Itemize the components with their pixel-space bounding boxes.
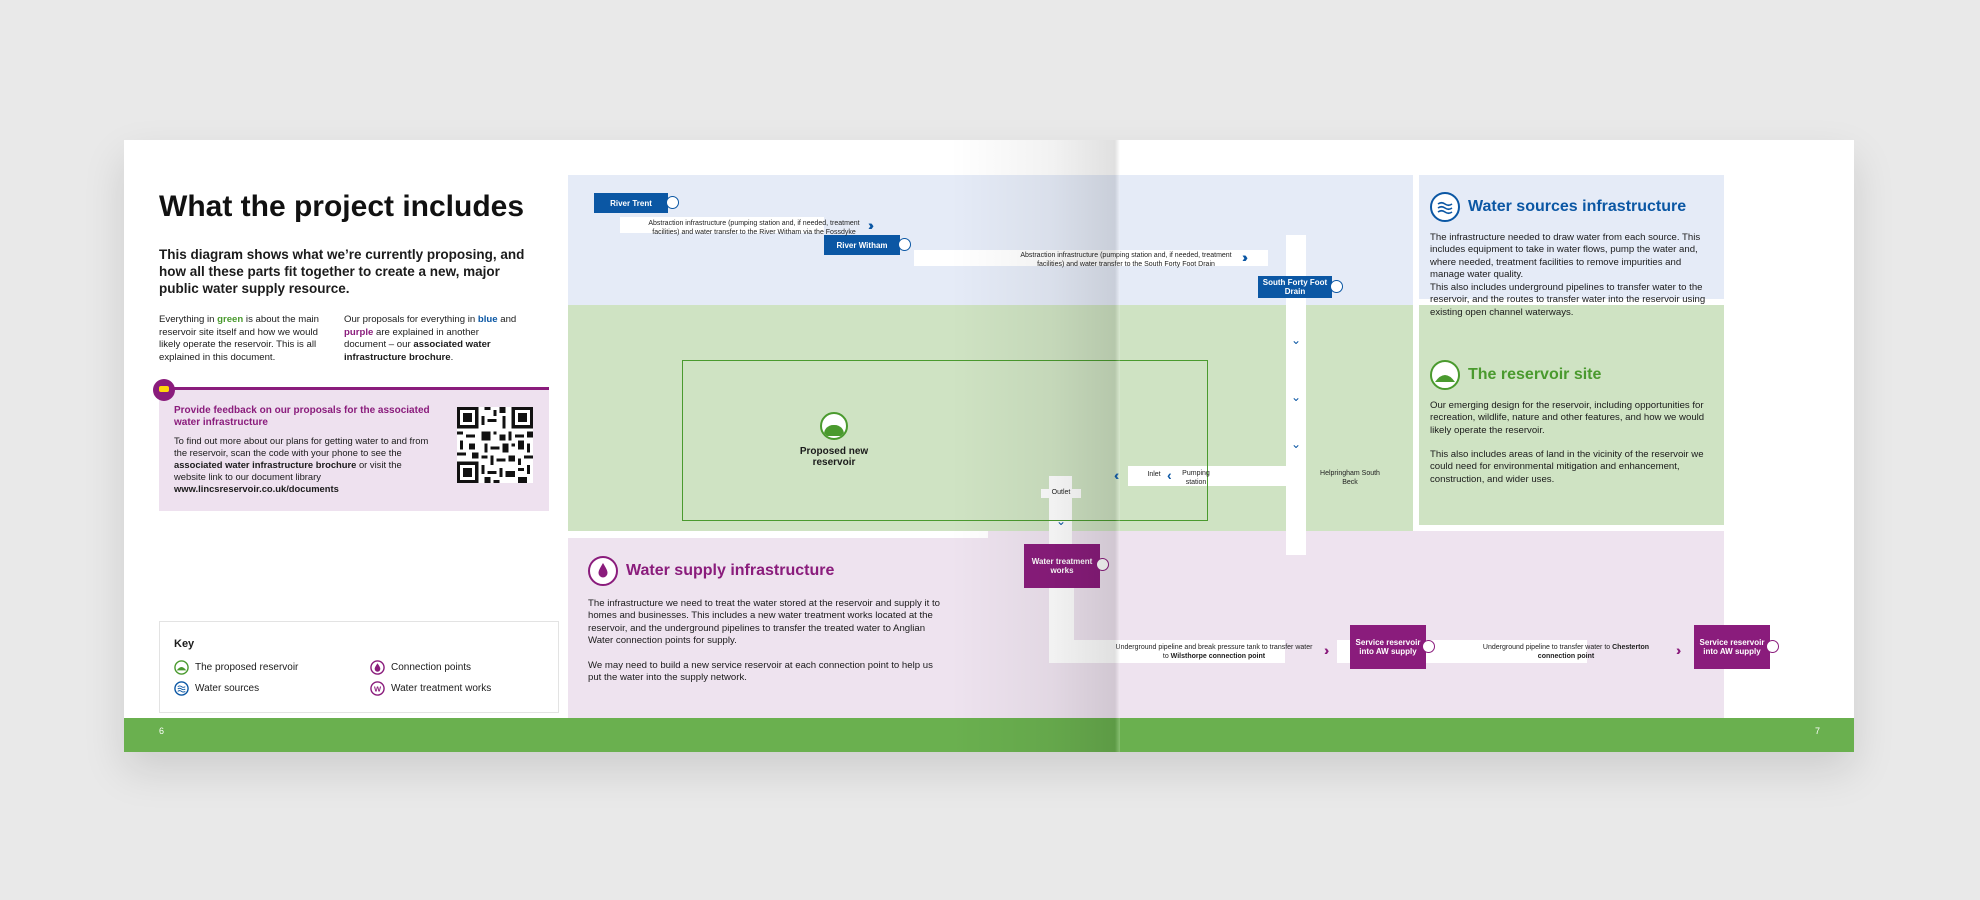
water-sources-title: Water sources infrastructure	[1468, 198, 1687, 215]
reservoir-site-text-1: Our emerging design for the reservoir, i…	[1430, 400, 1705, 436]
flow-left-arrow-icon: ‹‹	[1114, 467, 1121, 483]
abstraction-label-2: Abstraction infrastructure (pumping stat…	[1020, 252, 1232, 268]
abstraction-label-1: Abstraction infrastructure (pumping stat…	[648, 220, 860, 236]
water-supply-text-2: We may need to build a new service reser…	[588, 660, 933, 684]
node-river-trent: River Trent	[594, 193, 668, 213]
chevron-down-icon: ⌄	[1290, 390, 1302, 404]
green-keyword: green	[217, 314, 244, 325]
proposed-reservoir-label: Proposed new reservoir	[799, 446, 869, 468]
water-sources-text-2: This also includes underground pipelines…	[1430, 282, 1706, 318]
water-drop-icon	[1766, 640, 1779, 653]
outlet-label: Outlet	[1041, 489, 1081, 498]
chevron-down-icon: ⌄	[1055, 514, 1067, 528]
footer-bar	[124, 718, 1854, 752]
reservoir-site-text-2: This also includes areas of land in the …	[1430, 449, 1704, 485]
pipe-wilsthorpe	[1070, 640, 1285, 663]
key-item-reservoir: The proposed reservoir	[174, 660, 298, 675]
intro-text: This diagram shows what we’re currently …	[159, 247, 525, 296]
water-sources-panel	[1419, 175, 1724, 299]
node-treatment-works: Water treatment works	[1024, 544, 1100, 588]
brochure-spread: What the project includes This diagram s…	[124, 140, 1854, 752]
key-title: Key	[174, 638, 195, 650]
pipe-inlet	[1128, 466, 1246, 486]
pipeline-label-2: Underground pipeline to transfer water t…	[1482, 644, 1650, 660]
page-number-left: 6	[159, 726, 165, 736]
water-waves-icon	[666, 196, 679, 209]
water-sources-text-1: The infrastructure needed to draw water …	[1430, 232, 1701, 281]
reservoir-icon	[1430, 360, 1460, 390]
svg-text:W: W	[374, 684, 382, 693]
water-waves-icon	[174, 681, 189, 696]
water-waves-icon	[1430, 192, 1460, 222]
key-item-treatment-works: W Water treatment works	[370, 681, 491, 696]
key-item-water-sources: Water sources	[174, 681, 259, 696]
reservoir-site-panel	[1419, 305, 1724, 525]
water-supply-title: Water supply infrastructure	[626, 562, 835, 579]
feedback-body: To find out more about our plans for get…	[174, 435, 429, 494]
speech-bubble-icon	[153, 379, 175, 401]
pipe-treatment-down	[1049, 587, 1074, 663]
proposed-reservoir-outline	[682, 360, 1208, 521]
node-river-witham: River Witham	[824, 235, 900, 255]
water-waves-icon	[1330, 280, 1343, 293]
water-waves-icon	[898, 238, 911, 251]
water-supply-text-1: The infrastructure we need to treat the …	[588, 598, 940, 647]
node-service-reservoir-1: Service reservoir into AW supply	[1350, 625, 1426, 669]
chevron-down-icon: ⌄	[1290, 333, 1302, 347]
pumping-station-label: Pumping station	[1182, 470, 1210, 486]
page-title: What the project includes	[159, 190, 525, 223]
node-service-reservoir-2: Service reservoir into AW supply	[1694, 625, 1770, 669]
blue-keyword: blue	[477, 314, 498, 325]
water-drop-icon	[588, 556, 618, 586]
water-supply-panel	[568, 538, 988, 718]
w-icon: W	[370, 681, 385, 696]
water-drop-icon	[1422, 640, 1435, 653]
water-drop-icon	[370, 660, 385, 675]
helpringham-label: Helpringham South Beck	[1320, 470, 1380, 486]
key-legend: Key The proposed reservoir Water sources…	[159, 621, 559, 713]
water-supply-zone	[988, 531, 1724, 718]
flow-arrow-icon: ››	[1676, 642, 1683, 658]
page-number-right: 7	[1815, 726, 1821, 736]
reservoir-icon	[820, 412, 848, 440]
pipeline-label-1: Underground pipeline and break pressure …	[1115, 644, 1313, 660]
inlet-label: Inlet	[1147, 471, 1161, 478]
pipe-trent-witham	[620, 217, 824, 233]
pipe-helpringham	[1244, 466, 1304, 486]
reservoir-site-title: The reservoir site	[1468, 366, 1602, 383]
reservoir-icon	[174, 660, 189, 675]
feedback-box: Provide feedback on our proposals for th…	[153, 379, 549, 511]
qr-code-icon[interactable]	[457, 407, 533, 483]
website-link[interactable]: www.lincsreservoir.co.uk/documents	[174, 483, 339, 494]
pipe-witham-southforty	[914, 250, 1268, 266]
node-south-forty: South Forty Foot Drain	[1258, 276, 1332, 298]
w-icon	[1096, 558, 1109, 571]
note-blue-purple: Our proposals for everything in blue and…	[344, 314, 517, 363]
purple-keyword: purple	[344, 326, 374, 338]
key-item-connection-points: Connection points	[370, 660, 471, 675]
note-green: Everything in green is about the main re…	[159, 314, 319, 363]
flow-arrow-icon: ››	[1324, 642, 1331, 658]
chevron-down-icon: ⌄	[1290, 437, 1302, 451]
flow-left-arrow-icon: ‹	[1167, 467, 1170, 483]
reservoir-zone	[568, 305, 1413, 531]
feedback-title: Provide feedback on our proposals for th…	[174, 405, 430, 428]
